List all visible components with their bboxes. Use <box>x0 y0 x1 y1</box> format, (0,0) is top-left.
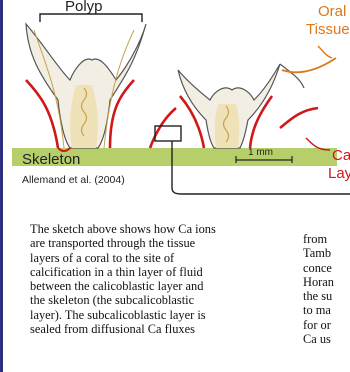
right-polyp <box>150 58 336 148</box>
left-polyp <box>26 24 146 151</box>
label-scale: 1 mm <box>248 147 273 158</box>
right-column-line: conce <box>303 261 350 275</box>
body-line: sealed from diffusional Ca fluxes <box>30 322 240 336</box>
right-column-line: the su <box>303 289 350 303</box>
oral-tissue-leader <box>318 46 332 58</box>
right-column-text: from Tamb conce Horan the su to ma for o… <box>303 232 350 346</box>
label-citation: Allemand et al. (2004) <box>22 174 125 186</box>
label-polyp: Polyp <box>65 0 103 15</box>
label-lay: Lay <box>328 165 350 182</box>
right-column-line: from <box>303 232 350 246</box>
body-line: the skeleton (the subcalicoblastic <box>30 293 240 307</box>
body-paragraph: The sketch above shows how Ca ions are t… <box>30 222 240 336</box>
body-line: calcification in a thin layer of fluid <box>30 265 240 279</box>
right-column-line: Ca us <box>303 332 350 346</box>
body-line: between the calicoblastic layer and <box>30 279 240 293</box>
body-line: are transported through the tissue <box>30 236 240 250</box>
body-line: layers of a coral to the site of <box>30 251 240 265</box>
polyp-bracket <box>40 14 142 22</box>
label-oral: Oral <box>318 3 346 20</box>
label-skeleton: Skeleton <box>22 151 80 168</box>
coral-polyp-diagram: Polyp Oral Tissue Skeleton 1 mm Allemand… <box>0 0 350 200</box>
right-column-line: for or <box>303 318 350 332</box>
label-tissue: Tissue <box>306 21 350 38</box>
label-ca: Ca <box>332 147 350 164</box>
body-line: layer). The subcalicoblastic layer is <box>30 308 240 322</box>
right-column-line: to ma <box>303 303 350 317</box>
body-line: The sketch above shows how Ca ions <box>30 222 240 236</box>
right-column-line: Horan <box>303 275 350 289</box>
right-column-line: Tamb <box>303 246 350 260</box>
